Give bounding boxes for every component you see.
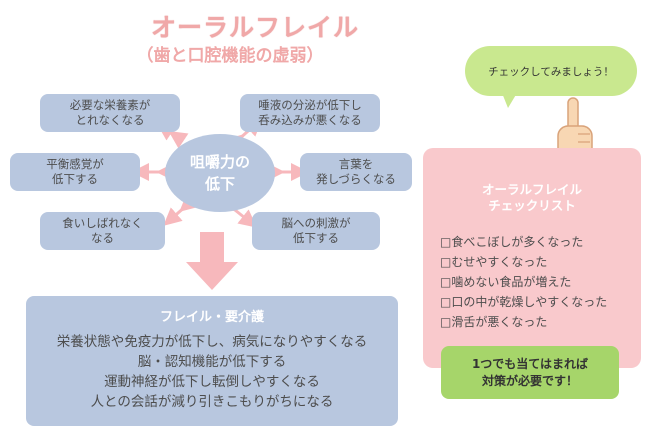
result-line: 栄養状態や免疫力が低下し、病気になりやすくなる [56, 334, 368, 350]
result-line: 運動神経が低下し転倒しやすくなる [104, 374, 320, 390]
result-lines: 栄養状態や免疫力が低下し、病気になりやすくなる 脳・認知機能が低下する 運動神経… [26, 332, 398, 412]
down-arrow [186, 232, 238, 290]
cause-box-speech: 言葉を 発しづらくなる [300, 153, 412, 191]
checklist: □食べこぼしが多くなった □むせやすくなった □噛めない食品が増えた □口の中が… [440, 232, 635, 332]
cause-box-balance: 平衡感覚が 低下する [10, 153, 140, 191]
result-panel [26, 296, 398, 426]
checklist-item[interactable]: □滑舌が悪くなった [440, 315, 548, 329]
result-line: 脳・認知機能が低下する [137, 354, 287, 370]
cause-box-saliva: 唾液の分泌が低下し 呑み込みが悪くなる [240, 94, 380, 132]
speech-bubble-text: チェックしてみましょう！ [488, 65, 614, 78]
cause-box-nutrition: 必要な栄養素が とれなくなる [40, 94, 180, 132]
checklist-item[interactable]: □口の中が乾燥しやすくなった [440, 295, 608, 309]
page-subtitle: （歯と口腔機能の虚弱） [136, 46, 324, 66]
cause-box-brain: 脳への刺激が 低下する [252, 212, 380, 250]
checklist-title: オーラルフレイル チェックリスト [481, 182, 582, 213]
speech-bubble-tail [500, 88, 520, 108]
speech-bubble: チェックしてみましょう！ [465, 46, 637, 96]
cause-box-clench: 食いしばれなく なる [40, 212, 165, 250]
checklist-item[interactable]: □食べこぼしが多くなった [440, 235, 584, 249]
result-line: 人との会話が減り引きこもりがちになる [90, 394, 334, 410]
center-chewing-decline: 咀嚼力の 低下 [165, 134, 275, 212]
checklist-item[interactable]: □噛めない食品が増えた [440, 275, 572, 289]
result-title: フレイル・要介護 [159, 310, 264, 325]
checklist-item[interactable]: □むせやすくなった [440, 255, 548, 269]
arrow-bottom-left [163, 193, 199, 226]
page-title: オーラルフレイル [150, 13, 359, 42]
checklist-panel [423, 148, 641, 368]
advice-box: 1つでも当てはまれば 対策が必要です！ [441, 346, 619, 399]
